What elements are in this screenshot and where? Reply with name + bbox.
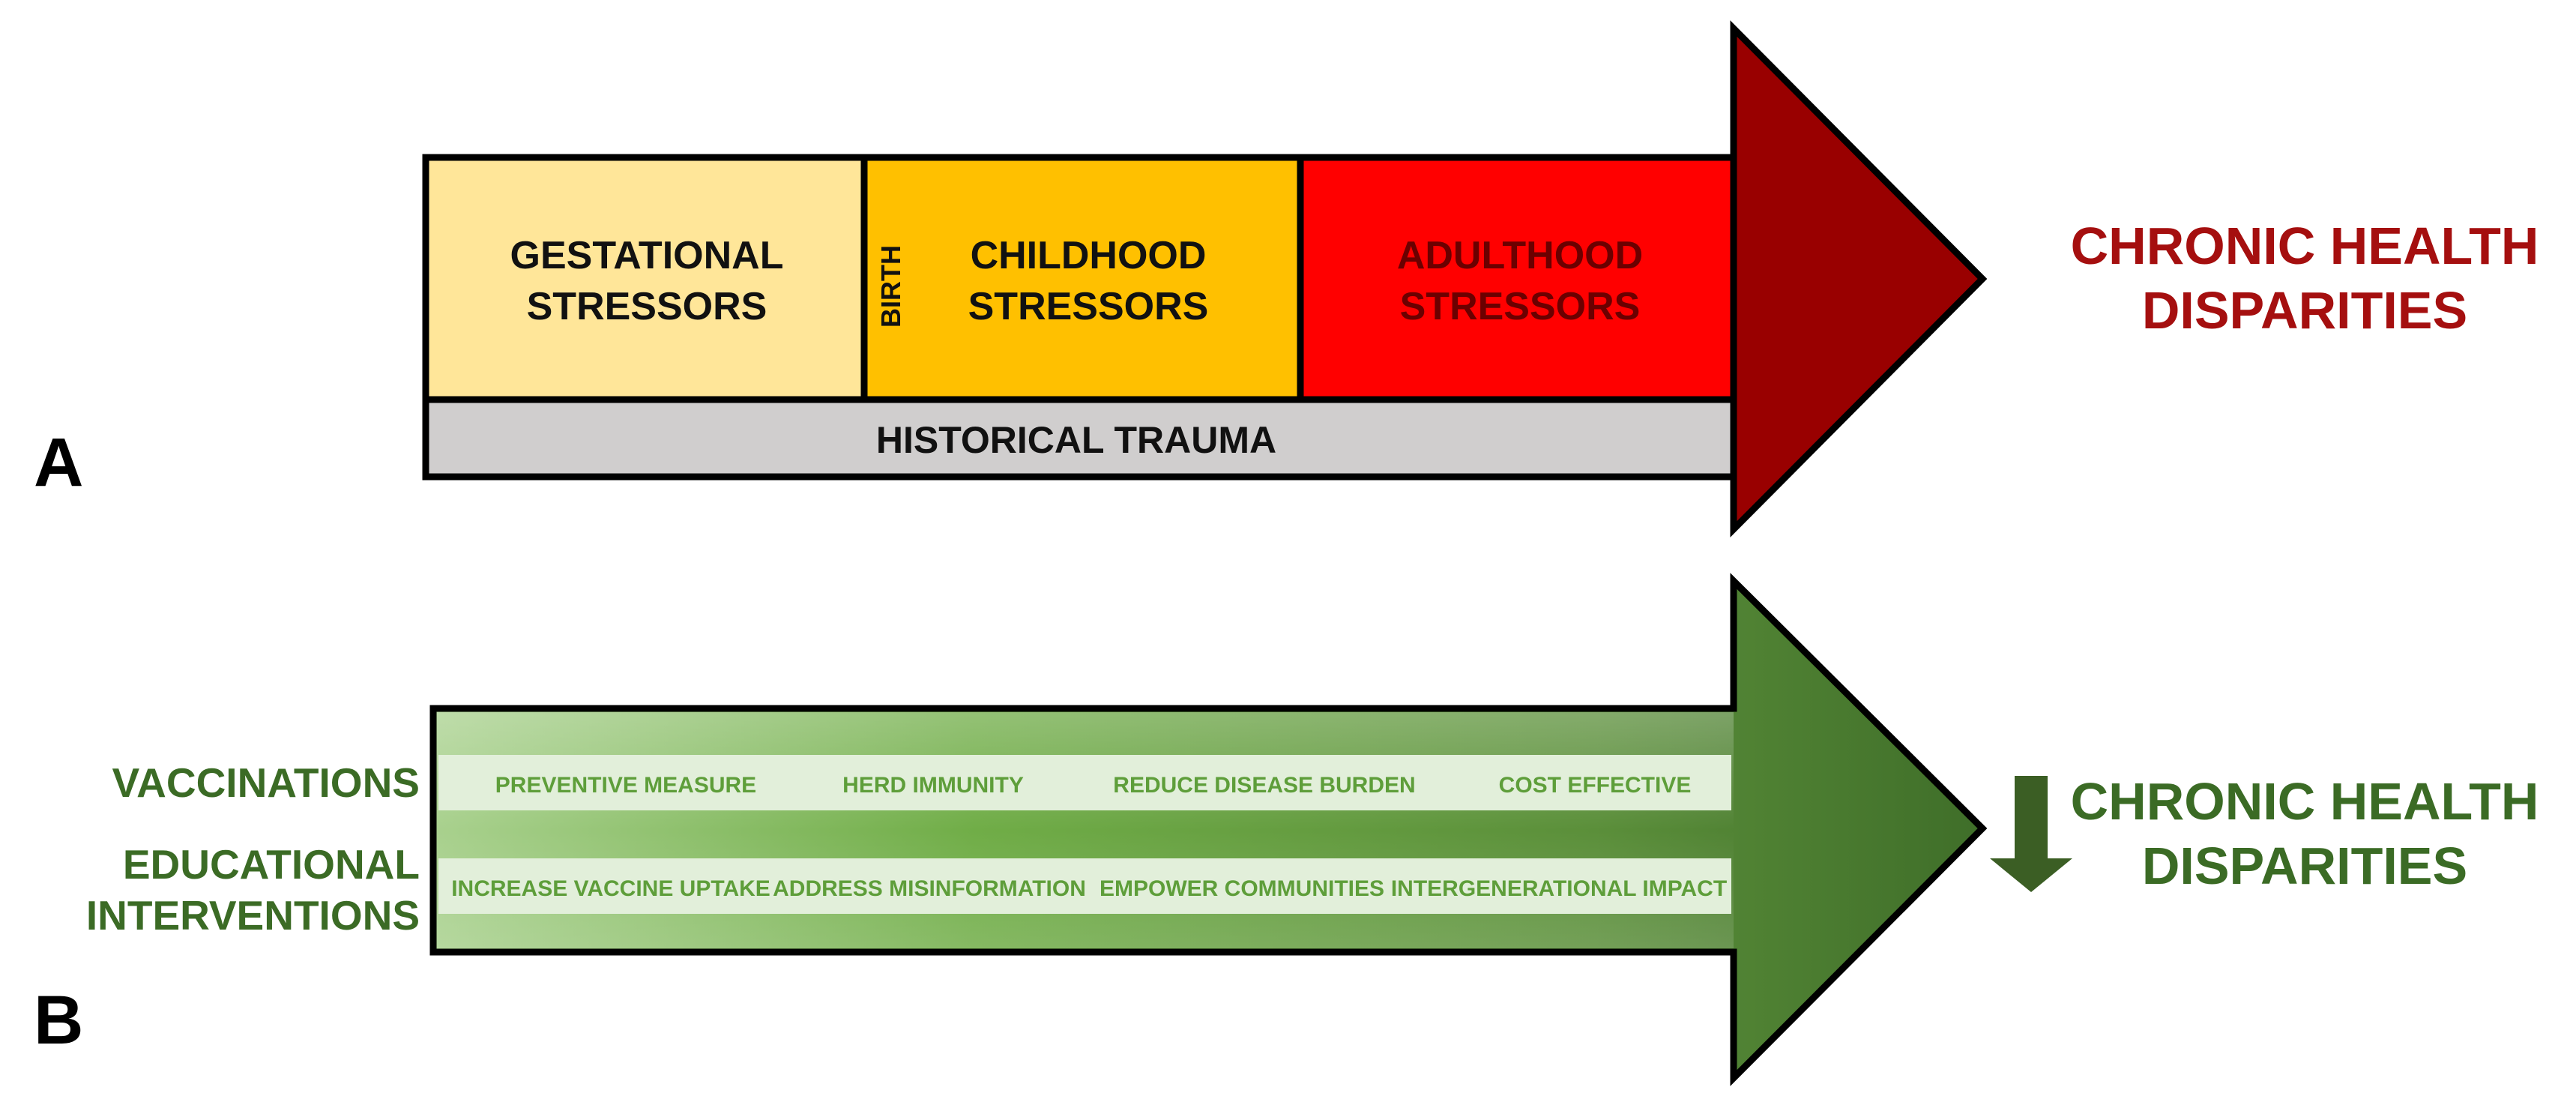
educational-row-label-line2: INTERVENTIONS xyxy=(86,892,420,939)
panel-b-letter: B xyxy=(34,982,83,1059)
panel-b: B PREVENTIVE MEASURE HERD IMMUNITY REDUC… xyxy=(34,573,2539,1086)
education-item-address-misinformation: ADDRESS MISINFORMATION xyxy=(773,876,1086,901)
vaccination-band xyxy=(438,755,1731,810)
panel-a-outcome-line1: CHRONIC HEALTH xyxy=(2071,217,2539,275)
vaccinations-row-label: VACCINATIONS xyxy=(112,759,420,806)
education-item-increase-vaccine-uptake: INCREASE VACCINE UPTAKE xyxy=(451,876,770,901)
education-item-empower-communities: EMPOWER COMMUNITIES xyxy=(1100,876,1384,901)
panel-b-outcome-line1: CHRONIC HEALTH xyxy=(2071,772,2539,831)
adulthood-stressors-box xyxy=(1297,154,1737,403)
gestational-stressors-box xyxy=(422,154,868,403)
birth-label: BIRTH xyxy=(875,245,906,328)
panel-b-outcome-line2: DISPARITIES xyxy=(2142,837,2467,895)
education-item-intergenerational-impact: INTERGENERATIONAL IMPACT xyxy=(1391,876,1727,901)
childhood-label-line1: CHILDHOOD xyxy=(971,234,1207,277)
adulthood-label-line2: STRESSORS xyxy=(1400,285,1641,328)
vaccination-item-reduce-disease-burden: REDUCE DISEASE BURDEN xyxy=(1113,773,1415,798)
panel-a-letter: A xyxy=(34,424,83,501)
education-band xyxy=(438,858,1731,914)
vaccination-item-cost-effective: COST EFFECTIVE xyxy=(1499,773,1692,798)
panel-a-outcome-line2: DISPARITIES xyxy=(2142,281,2467,340)
vaccination-item-preventive-measure: PREVENTIVE MEASURE xyxy=(495,773,756,798)
adulthood-label-line1: ADULTHOOD xyxy=(1397,234,1643,277)
historical-trauma-bar xyxy=(422,396,1737,481)
educational-row-label-line1: EDUCATIONAL xyxy=(123,841,420,888)
childhood-stressors-box xyxy=(860,154,1304,403)
historical-trauma-label: HISTORICAL TRAUMA xyxy=(876,419,1276,461)
panel-a-arrow-head xyxy=(1730,20,1988,538)
gestational-label-line1: GESTATIONAL xyxy=(510,234,784,277)
vaccination-item-herd-immunity: HERD IMMUNITY xyxy=(842,773,1024,798)
panel-a: A GESTATIONAL STRESSORS BIRTH CHILDHOOD … xyxy=(34,20,2539,538)
gestational-label-line2: STRESSORS xyxy=(527,285,767,328)
decrease-arrow-icon xyxy=(1990,776,2072,892)
childhood-label-line2: STRESSORS xyxy=(968,285,1209,328)
